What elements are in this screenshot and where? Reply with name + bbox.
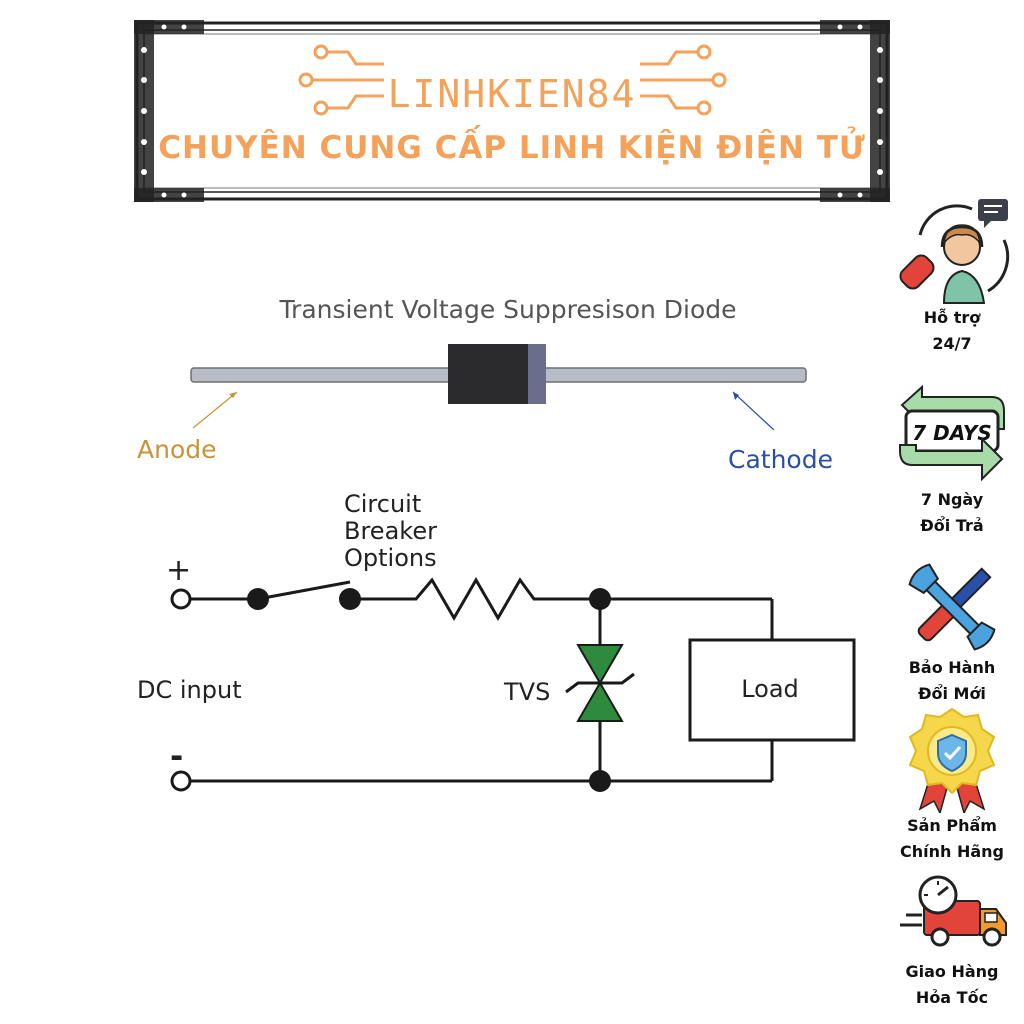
support-agent-icon [899,199,1010,304]
brand-name: LINHKIEN84 [387,72,637,116]
feature-warranty: Bảo Hành Đổi Mới [880,559,1024,707]
dc-input-label: DC input [137,676,242,704]
breaker-label-line1: Circuit [344,490,421,518]
tvs-diode-symbol [565,644,635,722]
feature-sidebar: Hỗ trợ 24/7 7 DAYS 7 Ngày Đổi Trả Bảo Hà… [880,195,1024,1024]
cathode-band [528,344,546,404]
header-banner: LINHKIEN84 CHUYÊN CUNG CẤP LINH KIỆN ĐIỆ… [134,20,890,202]
load-box [688,638,856,742]
breaker-label-line2: Breaker [344,517,437,545]
diagram-title: Transient Voltage Suppresison Diode [278,295,736,324]
feature-authentic-label: Sản Phẩm Chính Hãng [900,816,1004,861]
fast-delivery-truck-icon [900,875,1007,947]
resistor [404,577,600,621]
feature-authentic: Sản Phẩm Chính Hãng [880,707,1024,865]
tvs-label: TVS [503,678,550,706]
tvs-circuit-diagram: Transient Voltage Suppresison Diode Anod… [137,295,856,792]
switch-contact-left [247,588,269,610]
breaker-label-line3: Options [344,544,437,572]
anode-label: Anode [137,435,217,464]
seven-days-badge: 7 DAYS [912,421,992,445]
feature-support-label: Hỗ trợ 24/7 [923,308,981,353]
wrench-screwdriver-icon [908,563,996,651]
positive-terminal [170,588,192,610]
load-label: Load [741,675,799,703]
plus-label: + [166,553,191,588]
feature-return: 7 DAYS 7 Ngày Đổi Trả [880,383,1024,539]
feature-return-label: 7 Ngày Đổi Trả [920,490,984,535]
anode-pointer [192,391,238,429]
feature-delivery-label: Giao Hàng Hỏa Tốc [905,962,999,1007]
breaker-switch [257,580,351,601]
ornate-frame [134,20,890,202]
negative-terminal [170,770,192,792]
junction-bottom [589,770,611,792]
seven-days-return-icon: 7 DAYS [899,384,1005,482]
switch-contact-right [339,588,361,610]
brand-tagline: CHUYÊN CUNG CẤP LINH KIỆN ĐIỆN TỬ [158,130,866,166]
verified-badge-icon [908,707,996,813]
minus-label: - [170,737,183,775]
diode-body [448,344,534,404]
feature-support: Hỗ trợ 24/7 [880,195,1024,357]
cathode-label: Cathode [728,445,833,474]
feature-delivery: Giao Hàng Hỏa Tốc [880,873,1024,1011]
cathode-pointer [732,391,775,431]
junction-top [589,588,611,610]
feature-warranty-label: Bảo Hành Đổi Mới [908,658,996,703]
